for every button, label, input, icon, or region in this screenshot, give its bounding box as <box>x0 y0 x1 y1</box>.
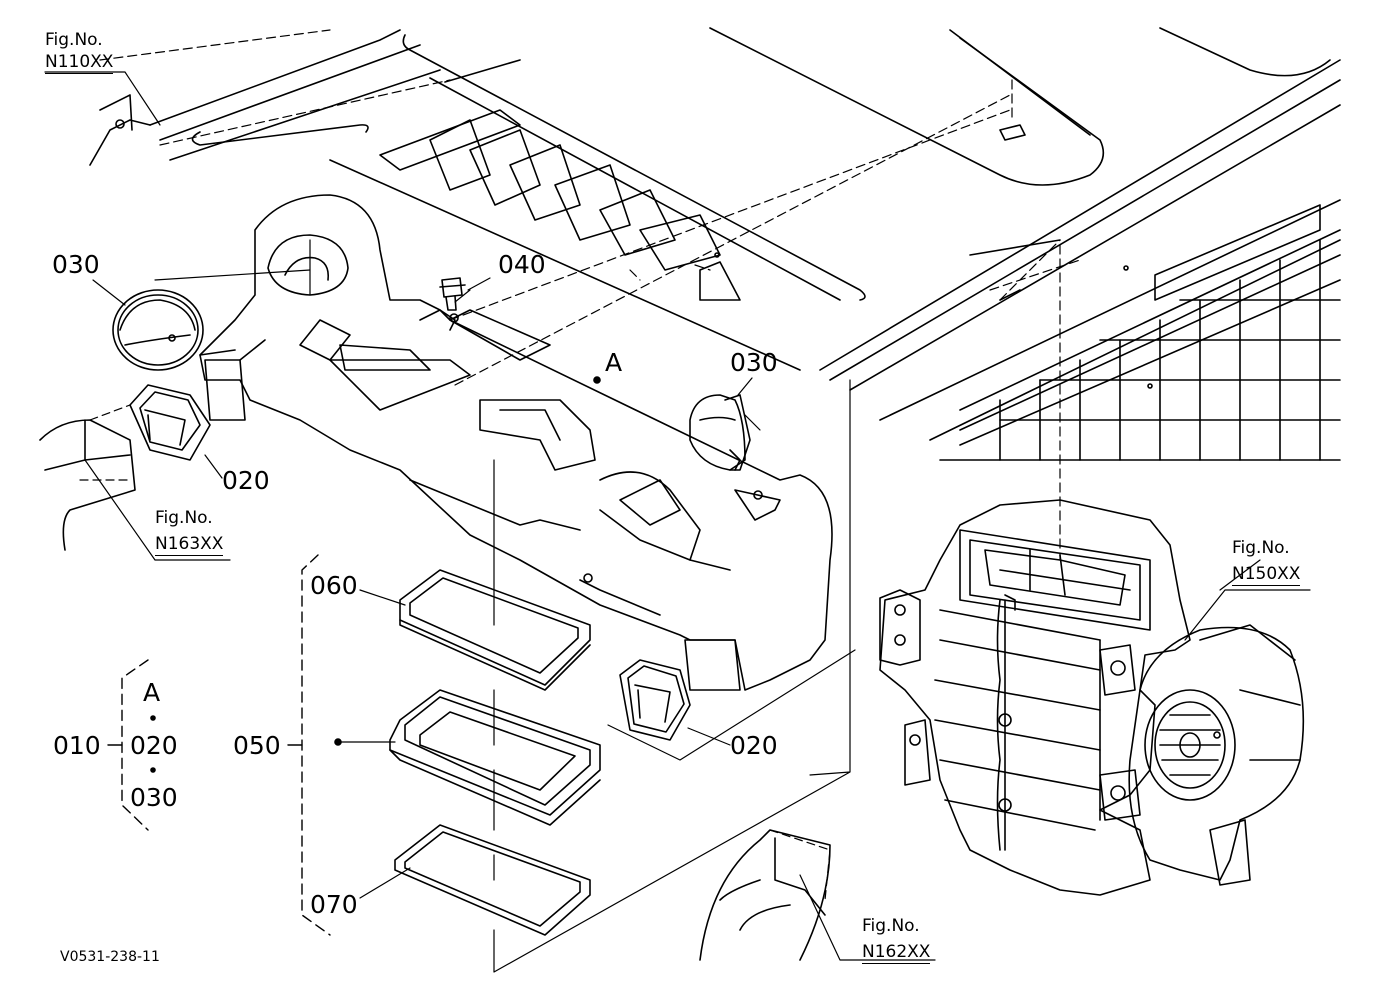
part-label-010: 010 <box>53 731 101 760</box>
group-bracket-010 <box>121 659 149 831</box>
fig-ref-n110-code: N110XX <box>45 52 114 74</box>
part-label-020-right: 020 <box>730 731 778 760</box>
part-label-030-right: 030 <box>730 348 778 377</box>
fig-ref-n162-title: Fig.No. <box>862 916 920 936</box>
filter-frame-060 <box>399 569 591 691</box>
group-010-item-1: 020 <box>130 731 178 760</box>
louver-030-left <box>112 269 311 371</box>
drawing-code: V0531-238-11 <box>60 949 160 965</box>
duct-assembly <box>199 194 833 691</box>
duct-stub-n162 <box>699 829 831 961</box>
seal-020-right <box>619 659 691 741</box>
leader-dashed <box>99 29 1081 561</box>
fig-ref-n110-title: Fig.No. <box>45 30 103 50</box>
part-label-060: 060 <box>310 571 358 600</box>
group-bracket-050 <box>301 554 331 936</box>
bolt-040 <box>439 277 471 311</box>
group-010-header: A <box>143 678 161 707</box>
fig-ref-n150-title: Fig.No. <box>1232 538 1290 558</box>
fig-ref-n150-code: N150XX <box>1232 564 1301 586</box>
part-label-030-left: 030 <box>52 250 100 279</box>
assembly-label-a: A <box>605 348 623 377</box>
seal-020-left <box>129 384 211 461</box>
part-label-040: 040 <box>498 250 546 279</box>
louver-030-right <box>689 394 761 471</box>
duct-stub-n163 <box>39 419 136 551</box>
filter-050 <box>389 689 601 826</box>
fig-ref-n162-code: N162XX <box>862 942 931 964</box>
part-label-070: 070 <box>310 890 358 919</box>
cab-roof-panel <box>89 27 1341 461</box>
fig-ref-n163-title: Fig.No. <box>155 508 213 528</box>
group-010-item-2: 030 <box>130 783 178 812</box>
gasket-070 <box>394 824 591 936</box>
fig-ref-n163-code: N163XX <box>155 534 224 556</box>
hvac-unit-n150 <box>879 499 1305 896</box>
part-label-050: 050 <box>233 731 281 760</box>
part-label-020-left: 020 <box>222 466 270 495</box>
